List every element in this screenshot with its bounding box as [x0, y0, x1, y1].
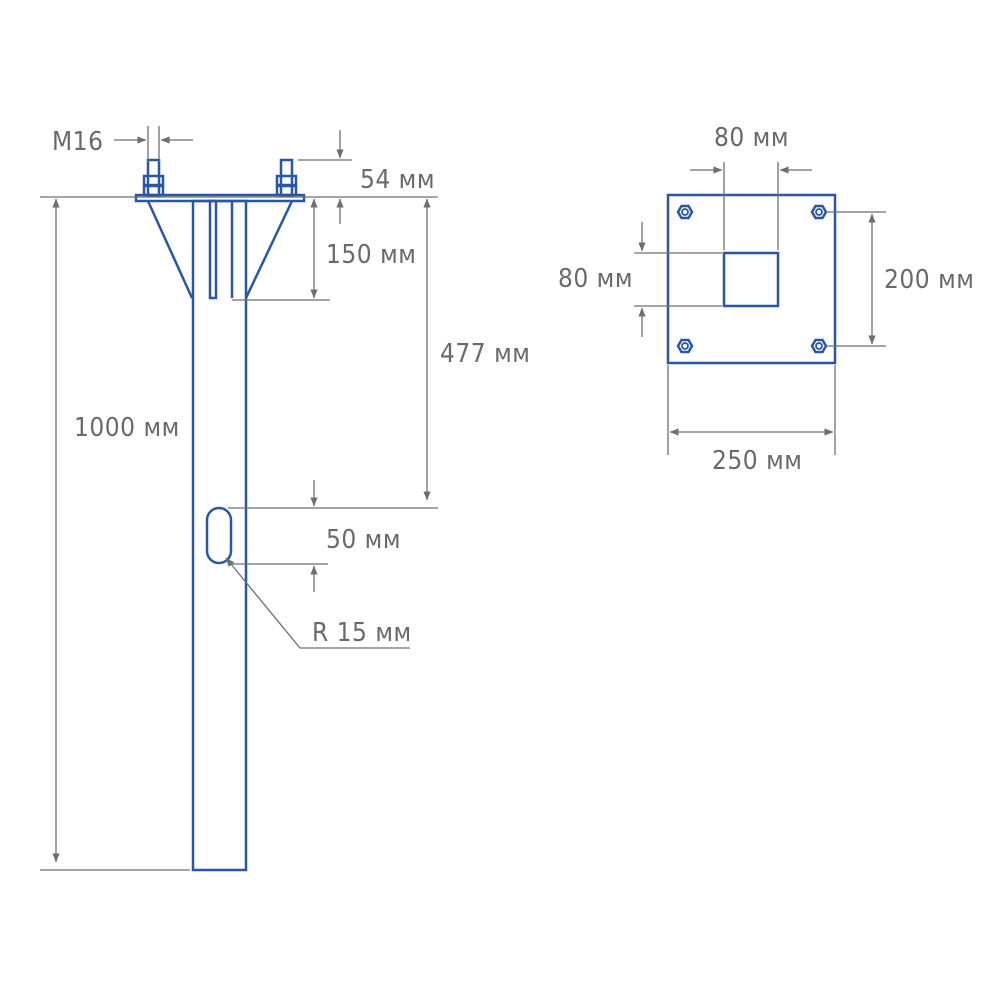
tube-body	[191, 199, 248, 872]
bolt-left	[142, 158, 165, 198]
nut-top-left	[676, 204, 694, 220]
total-height-label: 1000 мм	[74, 413, 180, 443]
hole-spacing-label: 200 мм	[884, 265, 974, 295]
side-view-labels: M16 54 мм 150 мм 477 мм 1000 мм 50 мм R …	[52, 127, 530, 648]
gusset-right	[244, 200, 294, 299]
side-view-dimensions	[40, 126, 438, 871]
nut-bottom-left	[676, 338, 694, 354]
tube-height-label: 80 мм	[558, 264, 633, 294]
cable-slot	[205, 506, 233, 565]
top-view-dimensions	[634, 162, 886, 455]
tube-width-label: 80 мм	[714, 123, 789, 153]
plate-width-label: 250 мм	[712, 446, 802, 476]
top-view-labels: 80 мм 80 мм 200 мм 250 мм	[558, 123, 974, 476]
slot-position-label: 477 мм	[440, 339, 530, 369]
nut-top-right	[810, 204, 828, 220]
bolt-protrusion-label: 54 мм	[360, 165, 435, 195]
base-plate	[666, 193, 837, 365]
center-rib	[208, 199, 218, 300]
side-view	[134, 158, 306, 872]
gusset-height-label: 150 мм	[326, 240, 416, 270]
gusset-left	[146, 200, 194, 299]
tube-section	[722, 251, 780, 308]
slot-height-label: 50 мм	[326, 525, 401, 555]
bolt-right	[275, 158, 298, 198]
bolt-thread-label: M16	[52, 127, 103, 157]
nut-bottom-right	[810, 338, 828, 354]
top-view	[666, 193, 837, 365]
slot-radius-label: R 15 мм	[312, 618, 412, 648]
